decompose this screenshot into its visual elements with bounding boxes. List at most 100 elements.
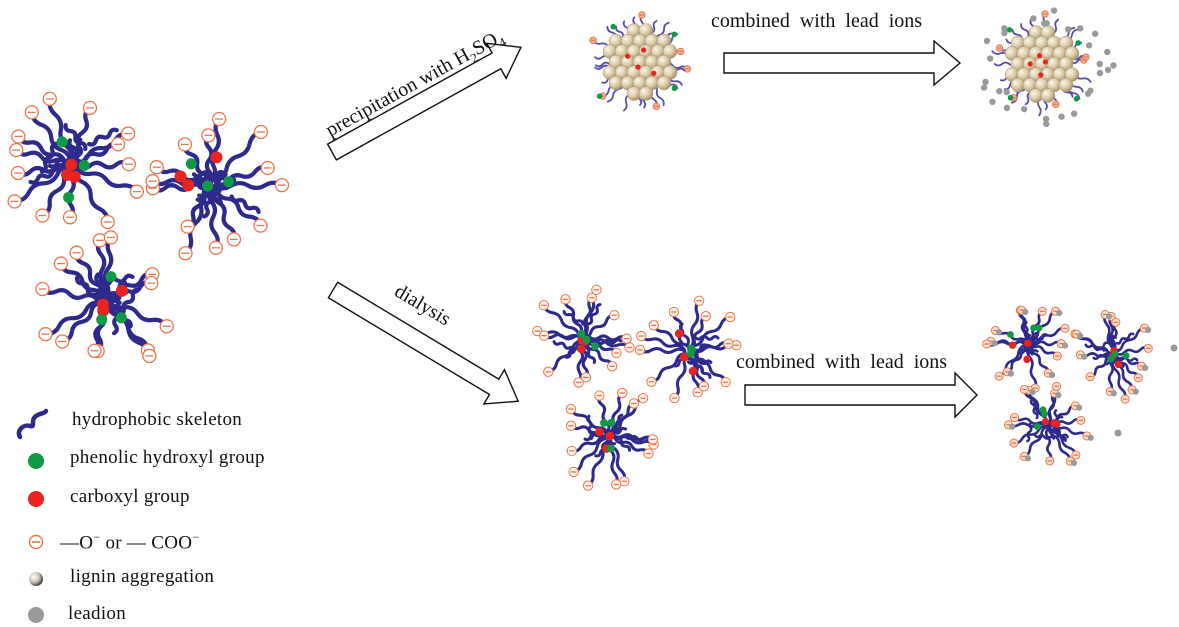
charge-group	[648, 320, 659, 331]
charge-group	[274, 177, 290, 193]
lead-ion	[1076, 25, 1084, 32]
carboxyl-dot	[210, 151, 223, 164]
charge-group	[643, 448, 654, 459]
charge-group	[178, 246, 193, 261]
charge-group	[565, 420, 577, 431]
charge-group	[24, 105, 39, 120]
carboxyl-dot	[1041, 417, 1050, 426]
legend-label-lead-ion: leadion	[68, 603, 127, 624]
skeleton-chain	[585, 342, 614, 368]
charge-group	[82, 100, 98, 116]
charge-group	[208, 240, 224, 255]
phenolic-dot	[1006, 26, 1013, 33]
skeleton-chain	[587, 302, 602, 326]
dialysis-arrow	[327, 281, 520, 405]
lead-ion	[1105, 313, 1113, 320]
charge-group	[53, 256, 69, 271]
phenolic-dot	[686, 344, 695, 353]
carboxyl-dot	[605, 431, 615, 441]
lead-ion	[1087, 87, 1094, 94]
charge-group	[35, 208, 50, 223]
skeleton-chain	[63, 123, 88, 152]
skeleton-chain	[43, 300, 102, 337]
charge-group	[253, 218, 268, 233]
lead-ion	[1087, 434, 1094, 441]
lead-ion	[1170, 344, 1178, 352]
charge-group	[560, 294, 571, 305]
legend-label-hydrophobic-skeleton: hydrophobic skeleton	[72, 409, 243, 430]
charge-group	[62, 210, 78, 225]
skeleton-chain	[86, 127, 119, 147]
phenolic-dot	[577, 330, 586, 338]
skeleton-chain	[229, 194, 261, 214]
charge-group	[1071, 450, 1081, 460]
charge-group	[253, 124, 269, 140]
lead-ion	[1085, 42, 1093, 49]
charge-group	[568, 466, 579, 478]
charge-group	[201, 128, 216, 143]
combined-top-arrow	[723, 39, 962, 87]
lead-ion	[1042, 115, 1050, 123]
skeleton-chain	[1116, 356, 1139, 363]
phenolic-dot	[671, 31, 678, 38]
skeleton-chain	[1098, 336, 1118, 350]
charge-group	[1085, 372, 1095, 382]
charge-group	[129, 184, 145, 199]
charge-group	[35, 281, 50, 297]
charge-group	[694, 295, 705, 306]
skeleton-chain	[624, 434, 650, 442]
lead-ion	[1020, 105, 1028, 113]
lignin-dialyzed-panel	[532, 284, 742, 491]
lead-ion	[1110, 390, 1117, 397]
skeleton-chain	[214, 187, 263, 228]
charge-group	[638, 11, 646, 19]
carboxyl-dot	[688, 366, 698, 376]
charge-group	[582, 480, 594, 491]
lead-ion	[1003, 104, 1011, 112]
charge-group	[566, 445, 577, 457]
lead-ion	[1142, 364, 1149, 372]
skeleton-chain	[209, 116, 222, 184]
skeleton-chain	[1022, 425, 1049, 458]
carboxyl-dot	[1023, 355, 1031, 364]
skeleton-chain	[570, 434, 610, 453]
charge-group	[995, 44, 1004, 52]
charge-group	[538, 330, 550, 341]
skeleton-chain	[1092, 351, 1114, 361]
skeleton-chain	[73, 165, 139, 194]
lead-ion	[996, 88, 1003, 95]
charge-group	[591, 284, 602, 296]
carboxyl-dot	[1038, 72, 1044, 78]
charge-group	[683, 65, 691, 73]
charge-group	[669, 392, 680, 404]
lead-ion	[1070, 110, 1078, 117]
phenolic-dot	[1073, 95, 1080, 102]
carboxyl-dot	[640, 47, 647, 53]
charge-group	[647, 434, 659, 445]
skeleton-chain	[588, 334, 629, 342]
skeleton-chain	[1088, 355, 1113, 379]
aggregation-sphere	[1058, 77, 1074, 93]
phenolic-dot	[606, 444, 615, 453]
lead-ion	[1096, 60, 1103, 68]
charge-group	[42, 91, 57, 107]
charge-sup-a: −	[93, 530, 101, 544]
skeleton-chain	[117, 287, 140, 317]
charge-group	[652, 102, 661, 111]
skeleton-chain	[1026, 421, 1033, 443]
charge-group	[573, 377, 584, 388]
hydrophobic-skeleton-icon	[16, 408, 49, 440]
lead-ion	[1007, 370, 1015, 377]
lead-ion	[1058, 113, 1065, 120]
phenolic-dot	[115, 312, 127, 324]
skeleton-chain	[1048, 428, 1069, 439]
charge-group	[636, 330, 647, 342]
charge-group	[7, 194, 22, 209]
skeleton-chain	[193, 171, 228, 186]
lead-ion	[1104, 48, 1111, 56]
carboxyl-dot	[1114, 360, 1123, 369]
skeleton-chain	[686, 359, 713, 366]
phenolic-dot	[78, 160, 90, 172]
charge-group	[634, 344, 646, 356]
charge-group	[565, 403, 577, 415]
